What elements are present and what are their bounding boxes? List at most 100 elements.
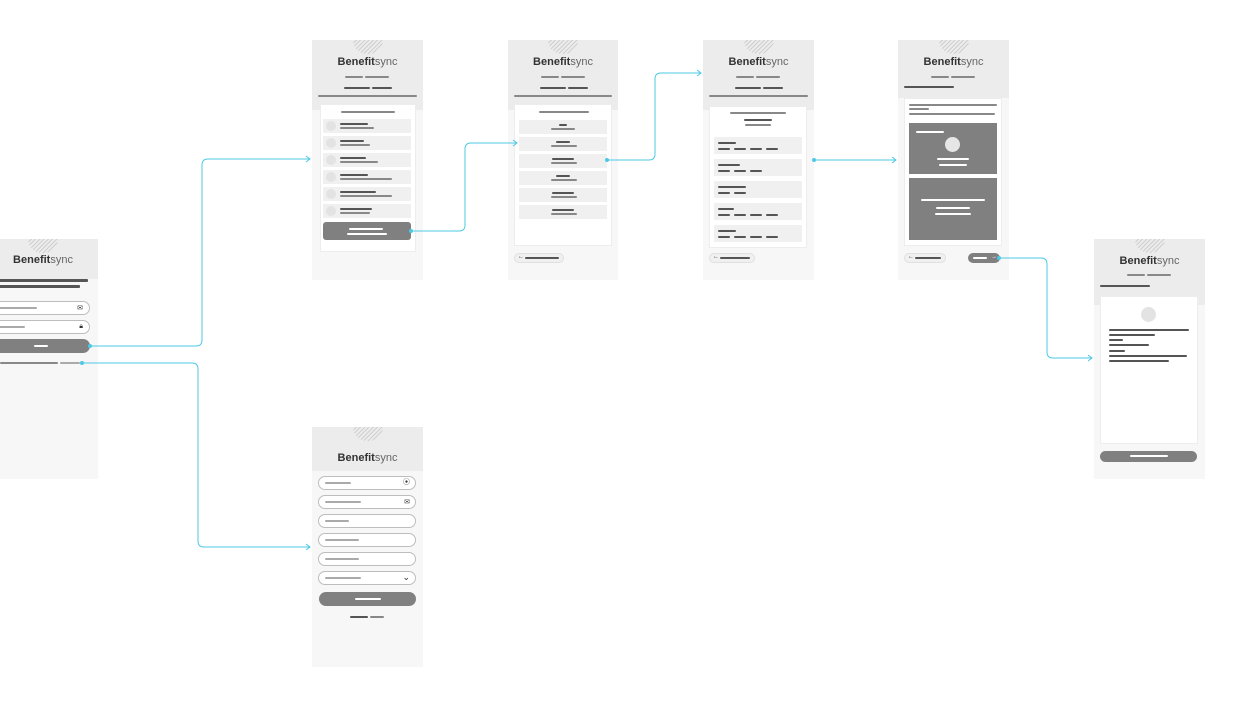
detail-item[interactable] <box>714 181 802 198</box>
detail-value <box>766 214 778 216</box>
item-subtitle <box>340 178 392 180</box>
header-subtitle <box>951 76 975 78</box>
text-field[interactable] <box>318 552 416 566</box>
option-title <box>552 209 574 211</box>
header-tab[interactable] <box>344 87 370 89</box>
card-title <box>341 111 395 113</box>
option-subtitle <box>551 179 577 181</box>
option-card-selected[interactable] <box>909 123 997 174</box>
email-field[interactable]: ✉ <box>0 301 90 315</box>
header-decoration <box>352 40 383 54</box>
header-decoration <box>352 427 383 441</box>
option-item[interactable] <box>519 154 607 168</box>
avatar <box>326 172 336 182</box>
header-back-link[interactable] <box>904 86 954 88</box>
button-label <box>349 228 383 230</box>
confirm-label <box>1130 455 1168 457</box>
option-card[interactable] <box>909 178 997 240</box>
header-subtitle <box>756 76 780 78</box>
header-tab[interactable] <box>763 87 783 89</box>
list-card <box>320 104 416 252</box>
header-subtitle <box>1127 274 1145 276</box>
option-item[interactable] <box>519 205 607 219</box>
signup-button[interactable] <box>319 592 416 606</box>
header-back-link[interactable] <box>1100 285 1150 287</box>
detail-title <box>718 186 746 188</box>
option-item[interactable] <box>519 137 607 151</box>
back-button[interactable]: ← <box>904 253 946 263</box>
password-field[interactable]: 🔒︎ <box>0 320 90 334</box>
text-field[interactable] <box>318 514 416 528</box>
option-item[interactable] <box>519 188 607 202</box>
arrow-left-icon: ← <box>713 254 719 260</box>
back-button[interactable]: ← <box>514 253 564 263</box>
next-button[interactable]: → <box>968 253 1000 263</box>
summary-line <box>1109 334 1155 336</box>
field-placeholder <box>325 520 349 522</box>
header-tab[interactable] <box>568 87 588 89</box>
select-field[interactable]: ⌄ <box>318 571 416 585</box>
summary-line <box>1109 350 1125 352</box>
login-link[interactable] <box>370 616 384 618</box>
flow-option-list-to-detail-list <box>607 72 701 161</box>
option-card-title <box>937 158 969 160</box>
flow-login-to-signup <box>82 362 310 548</box>
signup-link[interactable] <box>60 362 80 364</box>
connector-start-dot <box>997 256 1001 260</box>
list-item[interactable] <box>323 136 411 150</box>
list-item[interactable] <box>323 153 411 167</box>
detail-value <box>718 148 730 150</box>
detail-value <box>734 192 746 194</box>
header-divider <box>514 95 612 97</box>
arrowhead <box>891 156 897 164</box>
detail-value <box>718 170 730 172</box>
arrowhead <box>512 139 518 147</box>
option-item[interactable] <box>519 171 607 185</box>
detail-title <box>718 208 734 210</box>
header-subtitle <box>345 76 363 78</box>
detail-item[interactable] <box>714 137 802 154</box>
option-subtitle <box>551 162 577 164</box>
continue-button[interactable] <box>323 222 411 240</box>
detail-value <box>750 236 762 238</box>
header-divider <box>709 95 808 97</box>
detail-item[interactable] <box>714 159 802 176</box>
card-subheading <box>745 124 771 126</box>
list-item[interactable] <box>323 204 411 218</box>
text-field[interactable] <box>318 533 416 547</box>
header-divider <box>318 95 417 97</box>
brand-logo: Benefitsync <box>337 56 398 68</box>
detail-value <box>718 192 730 194</box>
confirm-button[interactable] <box>1100 451 1197 462</box>
list-item[interactable] <box>323 170 411 184</box>
connector-start-dot <box>812 158 816 162</box>
detail-value <box>734 170 746 172</box>
detail-item[interactable] <box>714 225 802 242</box>
detail-value <box>718 236 730 238</box>
detail-value <box>750 148 762 150</box>
mail-icon: ✉ <box>404 499 410 506</box>
button-label <box>347 233 387 235</box>
header-subtitle <box>1147 274 1171 276</box>
header: Benefitsync <box>898 40 1009 98</box>
detail-item[interactable] <box>714 203 802 220</box>
lock-icon: 🔒︎ <box>79 323 83 330</box>
email-field[interactable]: ✉ <box>318 495 416 509</box>
header-decoration <box>548 40 578 54</box>
back-button[interactable]: ← <box>709 253 755 263</box>
detail-value <box>766 236 778 238</box>
address-field[interactable]: ⦿ <box>318 476 416 490</box>
card-subtitle <box>909 113 995 115</box>
list-item[interactable] <box>323 187 411 201</box>
list-item[interactable] <box>323 119 411 133</box>
option-title <box>556 175 570 177</box>
header-tab[interactable] <box>372 87 392 89</box>
option-item[interactable] <box>519 120 607 134</box>
login-button[interactable] <box>0 339 90 353</box>
card-title <box>909 104 997 106</box>
chevron-down-icon: ⌄ <box>402 572 410 582</box>
brand-logo: Benefitsync <box>728 56 789 68</box>
confirmation-card <box>1100 296 1198 444</box>
header-tab[interactable] <box>735 87 761 89</box>
header-tab[interactable] <box>540 87 566 89</box>
